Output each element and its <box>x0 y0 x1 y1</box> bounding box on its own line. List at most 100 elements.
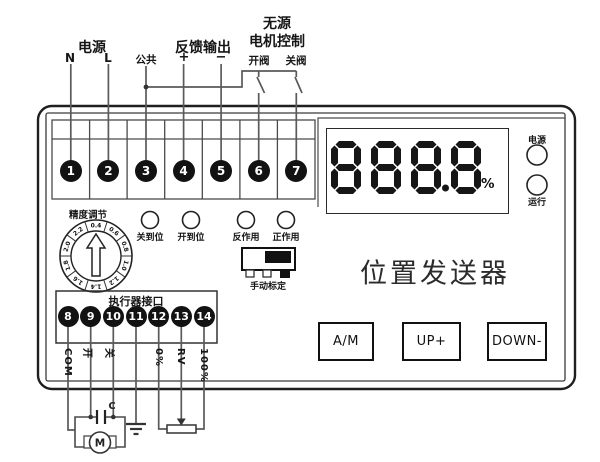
switch-pin <box>262 269 272 278</box>
status-lamps <box>140 210 296 230</box>
power-lamp-label: 电源 <box>527 136 547 146</box>
dial-arrow-pointer <box>85 232 107 277</box>
display-digits <box>331 141 481 194</box>
closed-in-place-lamp <box>140 210 160 230</box>
wire-label-RV: RV <box>175 348 187 366</box>
terminal-7: 7 <box>285 160 308 182</box>
dial-scale-value: 1.4 <box>91 283 102 290</box>
wire-label-100pct: 100% <box>198 348 209 383</box>
terminal-10: 10 <box>102 305 124 327</box>
up-button[interactable]: UP+ <box>402 322 461 361</box>
dial-scale-value: 1.8 <box>62 259 72 271</box>
status-label-open: 开到位 <box>177 233 205 243</box>
wire-100pct <box>196 326 205 430</box>
terminal-14: 14 <box>193 305 215 327</box>
ground-symbol <box>126 422 146 436</box>
display-digit <box>371 141 401 194</box>
run-lamp-label: 运行 <box>527 198 547 208</box>
dial-tick <box>66 270 77 278</box>
dial-tick <box>84 279 89 291</box>
dial-scale-value: 1.6 <box>72 274 85 286</box>
terminal-label-open-valve: 开阀 <box>248 55 270 67</box>
display-digit <box>451 141 481 194</box>
terminal-label-n: N <box>64 51 76 65</box>
feedback-group-label: 反馈输出 <box>175 40 231 56</box>
dial-scale-value: 0.8 <box>120 241 130 253</box>
switch-slider[interactable] <box>265 251 291 263</box>
calibration-switch[interactable] <box>241 247 296 278</box>
direct-action-lamp <box>276 210 296 230</box>
motor-label: M <box>95 438 105 450</box>
seven-segment-display: % <box>326 128 509 214</box>
motor-group-label-top: 无源 <box>263 16 291 32</box>
common-junction-dot <box>143 84 149 90</box>
display-decimal-point <box>442 184 449 192</box>
wire-label-开: 开 <box>80 348 92 359</box>
down-button[interactable]: DOWN- <box>487 322 547 361</box>
wire-common-feed <box>146 70 297 88</box>
wire-label-关: 关 <box>103 348 115 359</box>
dial-scale-value: 0.4 <box>91 223 102 230</box>
actuator-interface-title: 执行器接口 <box>108 295 164 308</box>
reverse-action-lamp <box>236 210 256 230</box>
terminal-12: 12 <box>148 305 170 327</box>
dial-scale-value: 2.0 <box>62 241 72 253</box>
top-wires <box>69 64 303 161</box>
wire-label-COM: COM <box>62 348 73 377</box>
display-digit <box>331 141 361 194</box>
wire-label-0pct: 0% <box>152 348 164 367</box>
terminal-label-l: L <box>104 51 112 65</box>
potentiometer <box>166 424 197 434</box>
capacitor-label: C <box>108 401 115 412</box>
switch-pin <box>245 269 255 278</box>
terminal-8: 8 <box>57 305 79 327</box>
status-label-direct: 正作用 <box>272 233 300 243</box>
am-button[interactable]: A/M <box>318 322 374 361</box>
junction-dot <box>88 414 93 420</box>
terminal-11: 11 <box>125 305 147 327</box>
terminal-6: 6 <box>247 160 270 182</box>
dial-scale-value: 1.2 <box>107 274 120 286</box>
switch-pin <box>280 270 290 278</box>
motor-group-label: 电机控制 <box>249 34 305 50</box>
wiper-arrow <box>176 418 186 426</box>
dial-label: 精度调节 <box>68 210 108 221</box>
power-lamp <box>526 144 548 166</box>
dial-scale-value: 0.6 <box>107 226 120 238</box>
wire-0pct <box>157 326 167 430</box>
terminal-3: 3 <box>135 160 157 182</box>
dial-scale-value: 2.2 <box>72 226 85 238</box>
terminal-13: 13 <box>170 305 192 327</box>
power-group-label: 电源 <box>78 40 106 56</box>
terminal-9: 9 <box>80 305 102 327</box>
dial-tick <box>115 234 126 242</box>
wire-com <box>67 326 75 431</box>
calibration-switch-label: 手动标定 <box>249 282 287 292</box>
terminal-1: 1 <box>59 160 82 182</box>
display-bezel-line <box>317 117 565 207</box>
close-switch-blade <box>294 76 303 94</box>
dial-tick <box>115 270 126 278</box>
terminal-4: 4 <box>172 160 195 182</box>
panel-inner-frame <box>45 112 566 382</box>
dial-scale-value: 1.0 <box>120 259 130 271</box>
status-label-closed: 关到位 <box>136 233 164 243</box>
panel-outer-frame <box>36 104 577 391</box>
display-digit <box>411 141 441 194</box>
precision-dial[interactable]: 0.4 0.60.8 1.01.2 1.4 1.61.8 2.02.2 <box>59 219 133 293</box>
terminal-label-common: 公共 <box>135 54 157 66</box>
dial-tick <box>84 221 89 233</box>
terminal-label-minus: − <box>215 50 227 65</box>
device-name: 位置发送器 <box>360 258 510 290</box>
dial-tick <box>66 234 77 242</box>
dial-tick <box>103 221 108 233</box>
motor-symbol <box>88 431 112 454</box>
open-switch-blade <box>256 76 266 94</box>
bottom-wires <box>67 326 205 431</box>
terminal-2: 2 <box>97 160 120 182</box>
open-in-place-lamp <box>181 210 201 230</box>
run-lamp <box>526 174 548 196</box>
junction-dot <box>111 414 116 420</box>
terminal-label-close-valve: 关阀 <box>285 55 307 67</box>
